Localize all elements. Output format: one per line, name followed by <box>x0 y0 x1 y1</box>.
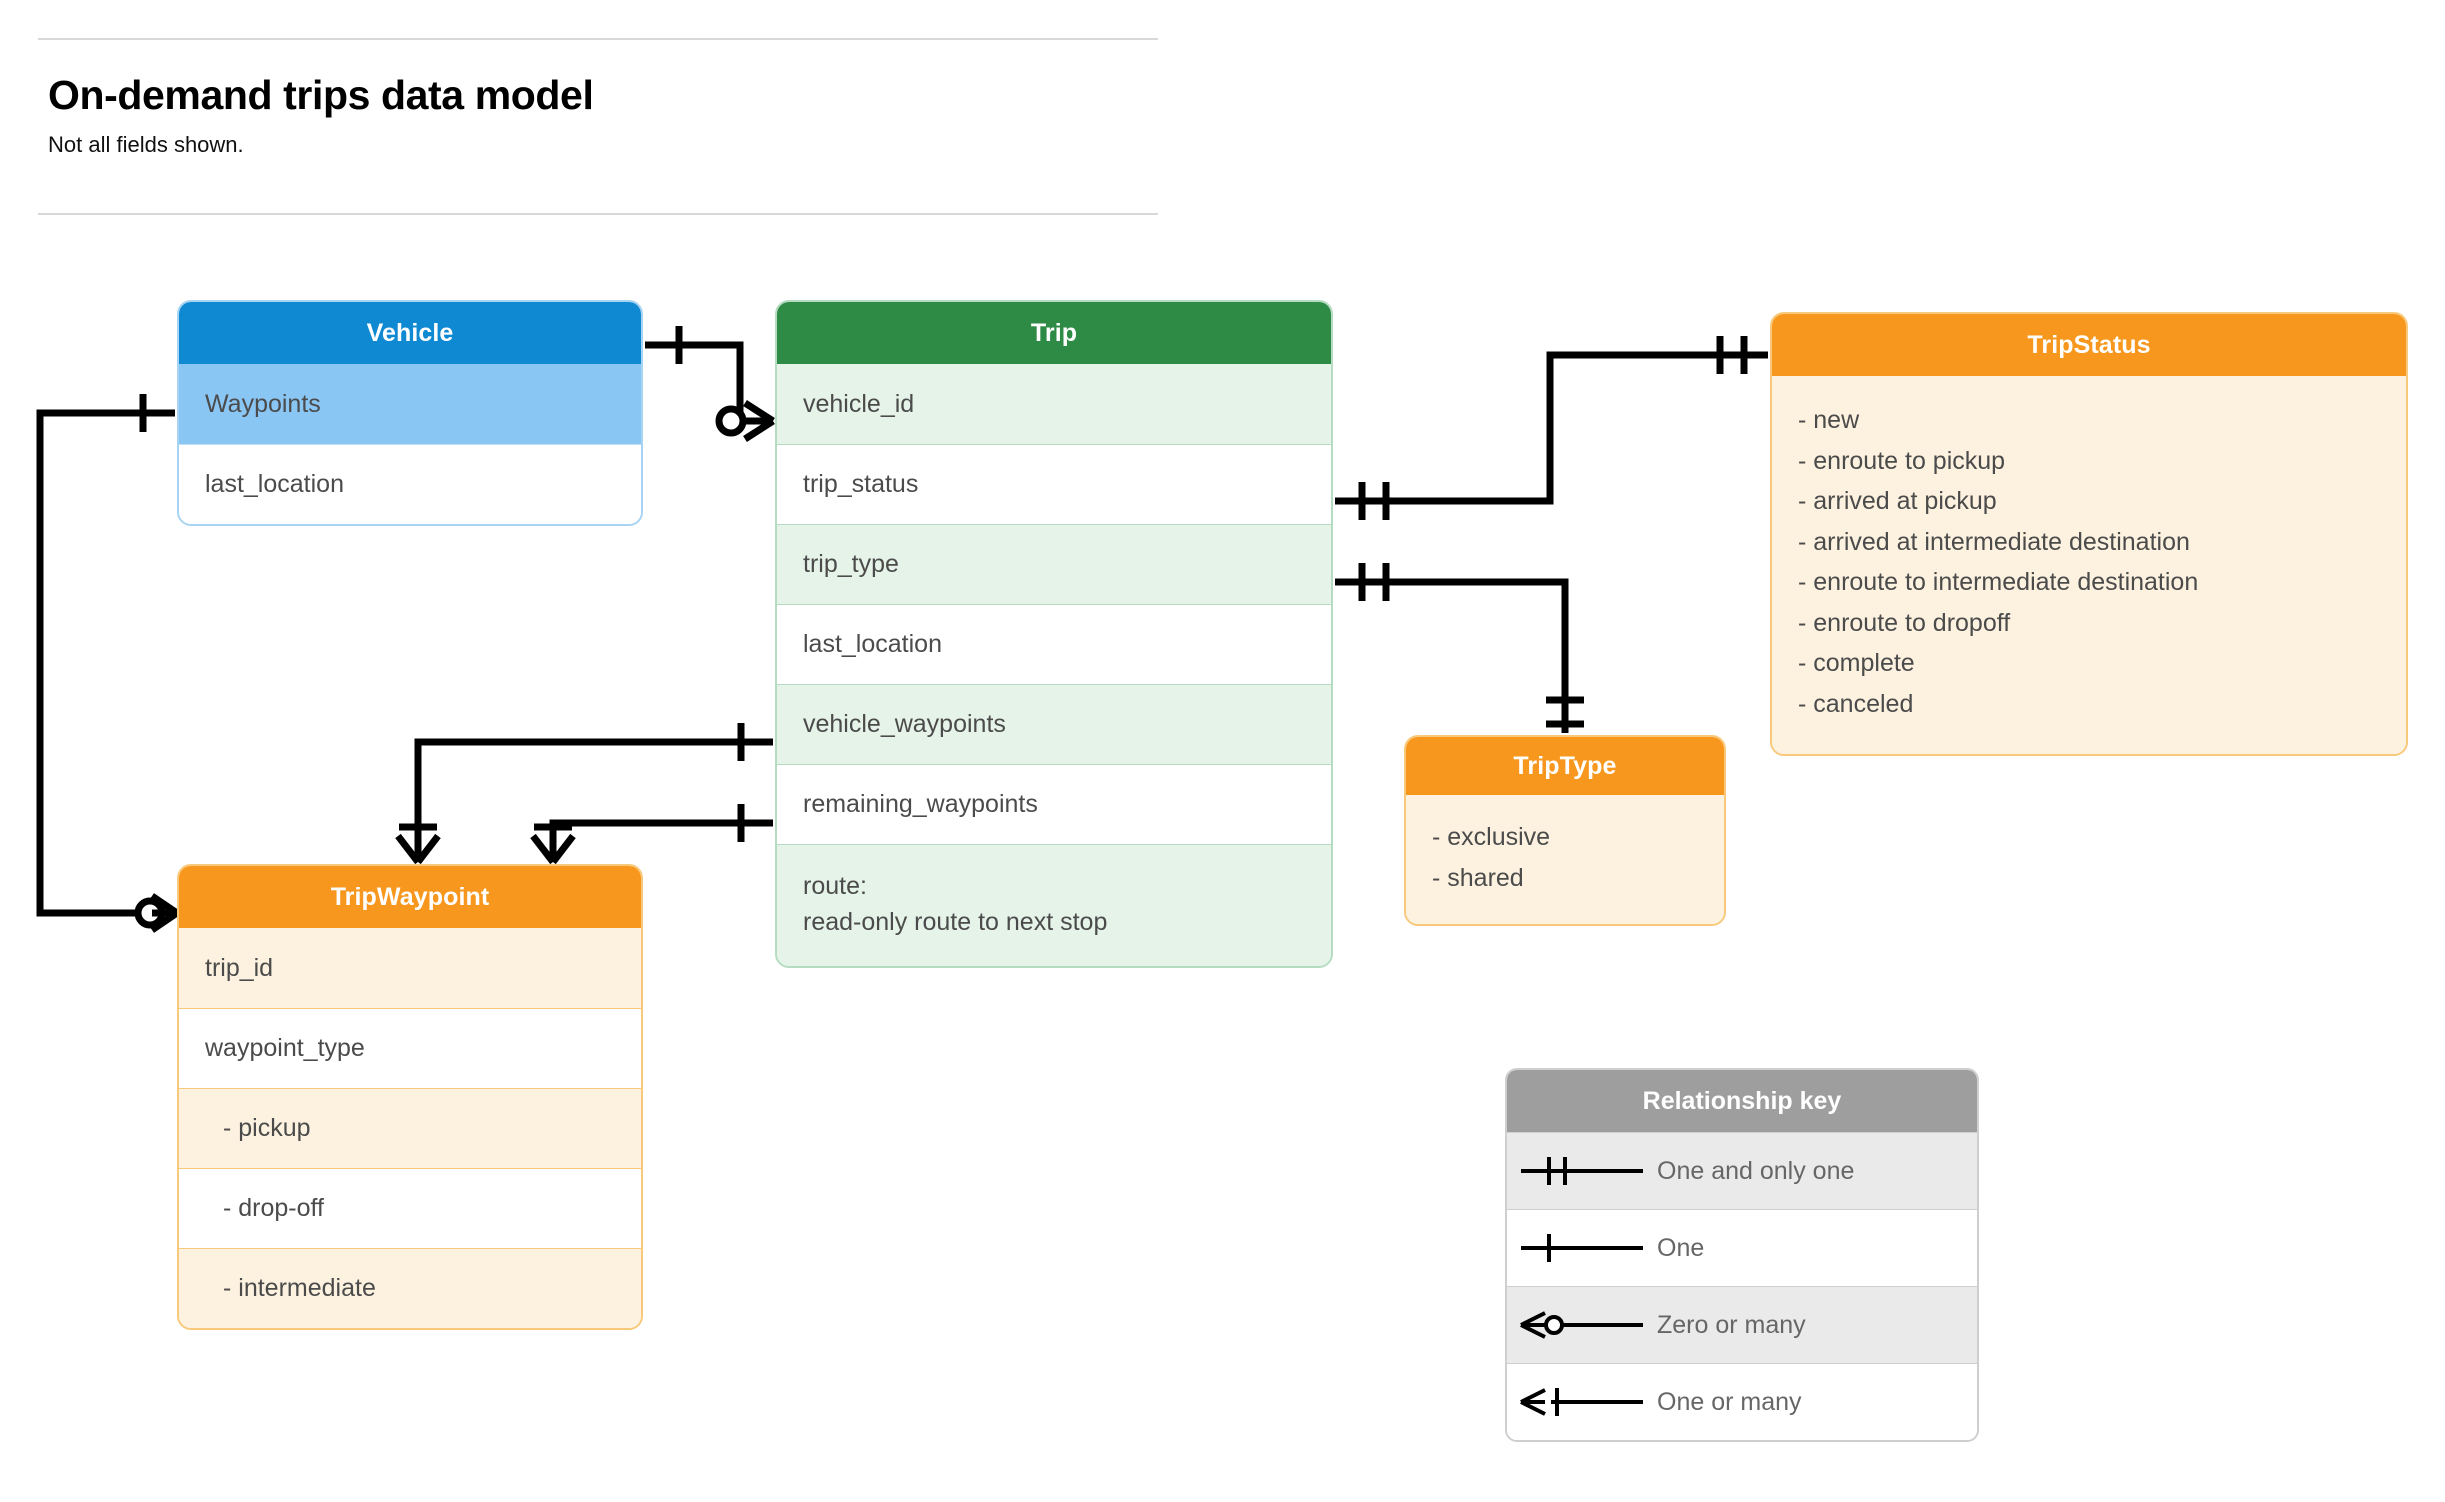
entity-tripstatus-title: TripStatus <box>1772 314 2406 376</box>
field-tripwaypoint-dropoff[interactable]: - drop-off <box>179 1168 641 1248</box>
list-item: - canceled <box>1798 689 1914 718</box>
header-divider-top <box>38 38 1158 40</box>
legend-row-zero-or-many: Zero or many <box>1507 1286 1977 1363</box>
field-tripwaypoint-trip-id[interactable]: trip_id <box>179 928 641 1008</box>
field-label: Waypoints <box>205 389 321 418</box>
legend-row-one-or-many: One or many <box>1507 1363 1977 1440</box>
entity-vehicle[interactable]: Vehicle Waypoints last_location <box>177 300 643 526</box>
field-label: vehicle_waypoints <box>803 710 1006 738</box>
field-label: - drop-off <box>223 1194 324 1222</box>
one-icon <box>1507 1228 1657 1268</box>
one-and-only-one-icon <box>1507 1151 1657 1191</box>
entity-trip-rows: vehicle_id trip_status trip_type last_lo… <box>777 364 1331 966</box>
field-tripwaypoint-pickup[interactable]: - pickup <box>179 1088 641 1168</box>
field-label: route: <box>803 872 867 900</box>
one-or-many-icon <box>1507 1382 1657 1422</box>
entity-vehicle-rows: Waypoints last_location <box>179 364 641 524</box>
field-trip-route[interactable]: route: read-only route to next stop <box>777 844 1331 966</box>
entity-vehicle-title: Vehicle <box>179 302 641 364</box>
entity-triptype-items: - exclusive - shared <box>1406 795 1724 924</box>
field-label: vehicle_id <box>803 389 915 418</box>
list-item: - arrived at pickup <box>1798 487 1997 515</box>
field-trip-remaining-waypoints[interactable]: remaining_waypoints <box>777 764 1331 844</box>
field-trip-vehicle-waypoints[interactable]: vehicle_waypoints <box>777 684 1331 764</box>
list-item: - enroute to dropoff <box>1798 608 2011 637</box>
page-subtitle: Not all fields shown. <box>48 132 244 157</box>
field-vehicle-waypoints[interactable]: Waypoints <box>179 364 641 444</box>
field-label-secondary: read-only route to next stop <box>803 907 1108 936</box>
header-divider-bottom <box>38 213 1158 215</box>
field-trip-trip-status[interactable]: trip_status <box>777 444 1331 524</box>
field-label: last_location <box>803 630 942 658</box>
list-item: - arrived at intermediate destination <box>1798 527 2190 556</box>
legend-label: One and only one <box>1657 1156 1855 1185</box>
relationship-key-legend: Relationship key One and only one <box>1505 1068 1979 1442</box>
entity-tripstatus[interactable]: TripStatus - new - enroute to pickup - a… <box>1770 312 2408 756</box>
field-label: - pickup <box>223 1114 311 1142</box>
zero-or-many-icon <box>1507 1305 1657 1345</box>
entity-triptype[interactable]: TripType - exclusive - shared <box>1404 735 1726 926</box>
field-label: remaining_waypoints <box>803 790 1038 818</box>
field-trip-vehicle-id[interactable]: vehicle_id <box>777 364 1331 444</box>
list-item: - new <box>1798 406 1860 434</box>
field-label: trip_status <box>803 470 919 498</box>
entity-trip-title: Trip <box>777 302 1331 364</box>
list-item: - shared <box>1432 863 1524 892</box>
list-item: - complete <box>1798 649 1915 677</box>
entity-trip[interactable]: Trip vehicle_id trip_status trip_type la… <box>775 300 1333 968</box>
entity-tripstatus-items: - new - enroute to pickup - arrived at p… <box>1772 376 2406 754</box>
list-item: - enroute to intermediate destination <box>1798 568 2199 596</box>
legend-label: One or many <box>1657 1387 1802 1416</box>
legend-title: Relationship key <box>1507 1070 1977 1132</box>
field-tripwaypoint-intermediate[interactable]: - intermediate <box>179 1248 641 1328</box>
entity-tripwaypoint-rows: trip_id waypoint_type - pickup - drop-of… <box>179 928 641 1328</box>
legend-row-one-and-only-one: One and only one <box>1507 1132 1977 1209</box>
field-label: trip_id <box>205 953 274 982</box>
legend-label: One <box>1657 1233 1705 1262</box>
field-tripwaypoint-waypoint-type[interactable]: waypoint_type <box>179 1008 641 1088</box>
entity-triptype-title: TripType <box>1406 737 1724 795</box>
list-item: - enroute to pickup <box>1798 446 2006 475</box>
field-label: trip_type <box>803 550 899 578</box>
entity-tripwaypoint[interactable]: TripWaypoint trip_id waypoint_type - pic… <box>177 864 643 1330</box>
field-trip-trip-type[interactable]: trip_type <box>777 524 1331 604</box>
legend-label: Zero or many <box>1657 1310 1806 1339</box>
list-item: - exclusive <box>1432 823 1551 851</box>
field-trip-last-location[interactable]: last_location <box>777 604 1331 684</box>
page-title: On-demand trips data model <box>48 72 594 118</box>
field-vehicle-last-location[interactable]: last_location <box>179 444 641 524</box>
field-label: - intermediate <box>223 1274 376 1302</box>
field-label: last_location <box>205 470 344 498</box>
legend-row-one: One <box>1507 1209 1977 1286</box>
field-label: waypoint_type <box>205 1034 365 1062</box>
entity-tripwaypoint-title: TripWaypoint <box>179 866 641 928</box>
